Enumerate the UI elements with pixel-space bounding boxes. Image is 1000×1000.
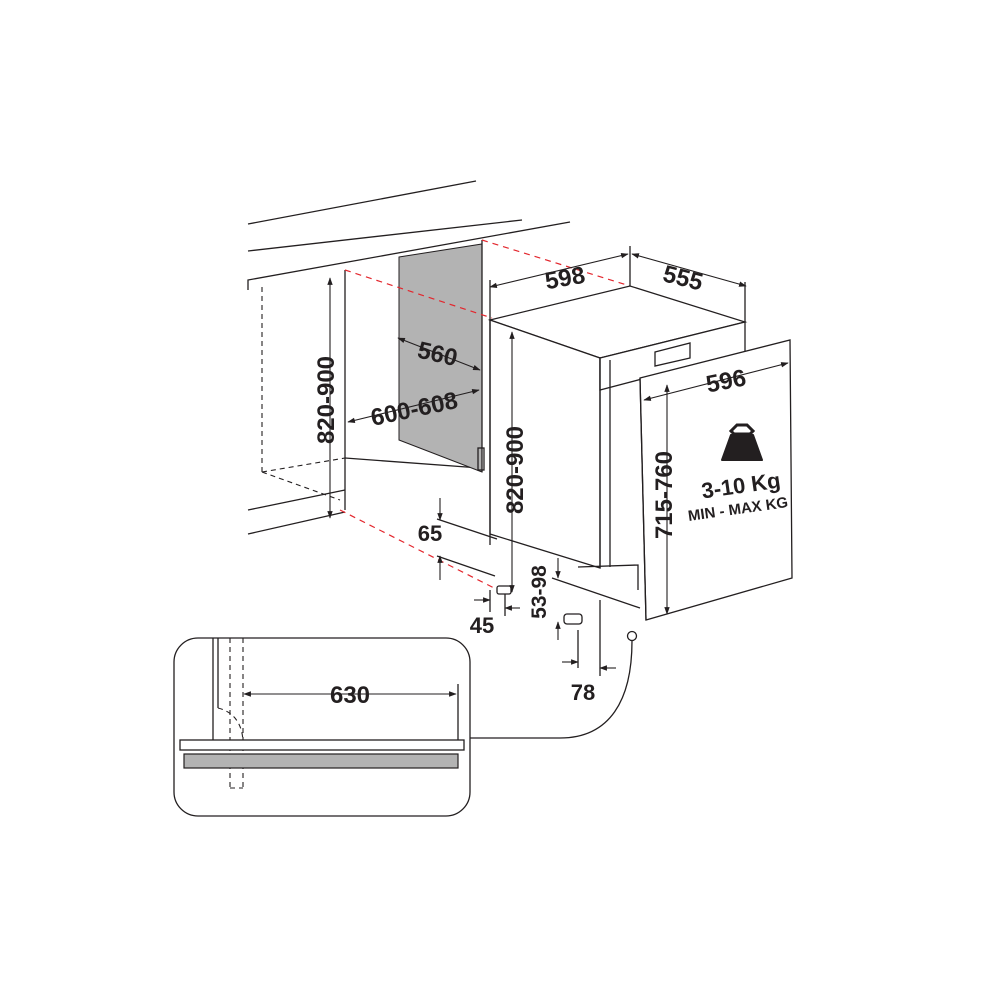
dim-door-height: 715-760	[651, 451, 678, 539]
dim-appliance-height: 820-900	[502, 426, 529, 514]
dim-plinth-height: 65	[418, 521, 442, 546]
weight-icon	[721, 423, 763, 461]
detail-inset	[173, 637, 471, 817]
dim-door-gap: 78	[571, 680, 595, 705]
dim-appliance-depth: 555	[660, 261, 705, 297]
detail-door-panel	[183, 753, 459, 769]
detail-connector	[470, 630, 638, 739]
dishwasher	[487, 285, 793, 625]
dim-niche-height: 820-900	[313, 356, 340, 444]
dim-feet-height: 53-98	[528, 565, 551, 619]
dim-detail-clearance: 630	[330, 682, 370, 709]
dim-foot-offset: 45	[470, 613, 494, 638]
dim-appliance-width: 598	[543, 262, 587, 296]
dimension-lines	[327, 246, 789, 676]
